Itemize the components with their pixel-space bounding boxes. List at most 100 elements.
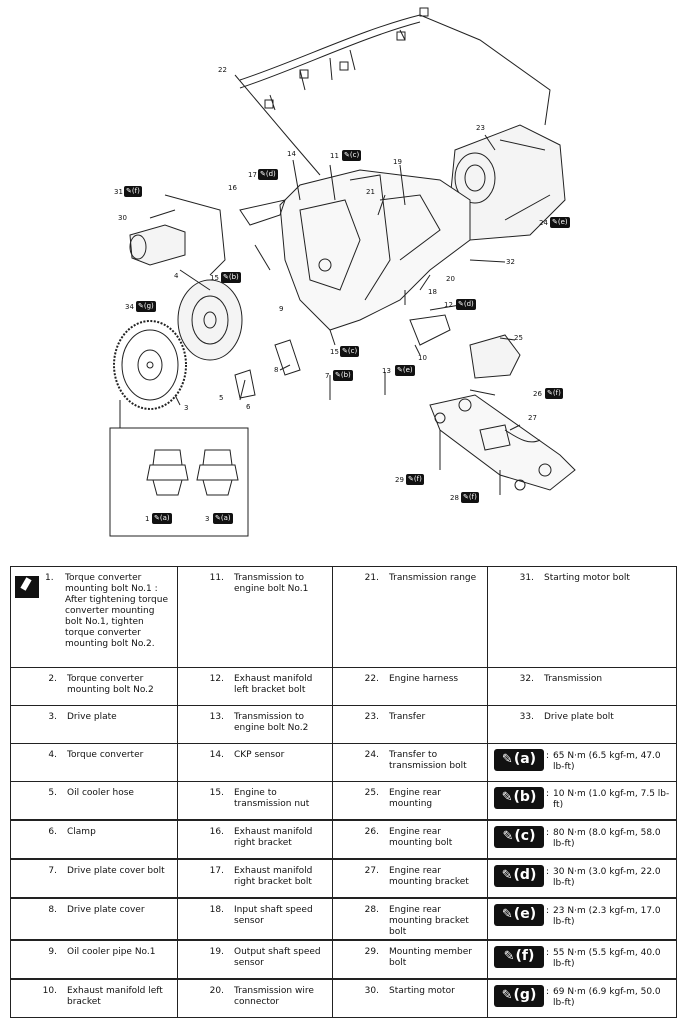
legend-item: 8.Drive plate cover: [11, 899, 177, 916]
legend-item: 9.Oil cooler pipe No.1: [11, 941, 177, 958]
item-label: Transmission to engine bolt No.2: [234, 711, 309, 733]
callout-23: 23: [476, 124, 485, 132]
legend-item: 18.Input shaft speed sensor: [178, 899, 332, 927]
legend-item: 4.Torque converter: [11, 744, 177, 761]
table-cell: 2.Torque converter mounting bolt No.2: [10, 666, 178, 706]
callout-3b: 3: [205, 515, 210, 523]
item-label: Transfer to transmission bolt: [389, 749, 467, 771]
table-cell: 3.Drive plate: [10, 704, 178, 744]
wrench-icon: ✎: [223, 273, 229, 281]
item-label: Transfer: [389, 711, 426, 722]
item-number: 26.: [364, 826, 379, 837]
table-cell: 10.Exhaust manifold left bracket: [10, 978, 178, 1018]
torque-badge: ✎(e): [494, 903, 544, 926]
item-number: 4.: [48, 749, 57, 760]
legend-item: 5.Oil cooler hose: [11, 782, 177, 799]
item-label: Exhaust manifold right bracket: [234, 826, 313, 848]
torque-badge-34: ✎(g): [136, 301, 156, 312]
wrench-icon: ✎: [408, 475, 414, 483]
table-cell: 30.Starting motor: [332, 978, 488, 1018]
table-cell: 15.Engine to transmission nut: [177, 780, 333, 821]
item-label: Torque converter mounting bolt No.1 : Af…: [65, 573, 168, 649]
item-number: 21.: [364, 573, 379, 583]
item-label: Drive plate cover: [67, 904, 145, 915]
item-number: 5.: [48, 787, 57, 798]
item-label: Transmission to engine bolt No.1: [234, 573, 309, 594]
callout-26: 26: [533, 390, 542, 398]
legend-item: 25.Engine rear mounting: [333, 782, 487, 810]
callout-30: 30: [118, 214, 127, 222]
legend-item: 6.Clamp: [11, 821, 177, 838]
callout-22: 22: [218, 66, 227, 74]
torque-badge-1: ✎(a): [152, 513, 172, 524]
wrench-icon: ✎: [342, 347, 348, 355]
torque-badge-12: ✎(d): [456, 299, 476, 310]
callout-15a: 15: [210, 274, 219, 282]
legend-body: 1. Torque converter mounting bolt No.1 : …: [10, 566, 677, 1018]
item-number: 13.: [209, 711, 224, 722]
callout-10: 10: [418, 354, 427, 362]
table-row: 10.Exhaust manifold left bracket 20. Trans…: [10, 978, 677, 1018]
item-number: 20.: [209, 985, 224, 996]
table-cell: 27.Engine rear mounting bracket: [332, 858, 488, 899]
torque-badge: ✎(c): [494, 825, 544, 848]
torque-letter: (b): [513, 789, 537, 806]
torque-badge-7: ✎(b): [333, 370, 353, 381]
torque-letter: (d): [513, 867, 537, 884]
item-number: 2.: [48, 673, 57, 684]
item-label: Clamp: [67, 826, 96, 837]
callout-5: 5: [219, 394, 224, 402]
callout-13: 13: [382, 367, 391, 375]
callout-4: 4: [174, 272, 179, 280]
callout-34: 34: [125, 303, 134, 311]
torque-spec: ✎(g):69 N·m (6.9 kgf-m, 50.0 lb-ft): [488, 980, 676, 1009]
wrench-icon: ✎: [501, 988, 513, 1004]
torque-badge-31: ✎(f): [124, 186, 142, 197]
table-cell: 13. Transmission to engine bolt No.2: [177, 704, 333, 744]
legend-item: 19.Output shaft speed sensor: [178, 941, 332, 969]
table-cell: ✎(g):69 N·m (6.9 kgf-m, 50.0 lb-ft): [487, 978, 677, 1018]
table-cell: 28.Engine rear mounting bracket bolt: [332, 897, 488, 941]
table-cell: 17.Exhaust manifold right bracket bolt: [177, 858, 333, 899]
torque-value: 10 N·m (1.0 kgf-m, 7.5 lb-ft): [553, 788, 670, 810]
item-label: Transmission wire connector: [234, 985, 314, 1007]
callout-1: 1: [145, 515, 150, 523]
callout-9: 9: [279, 305, 284, 313]
colon: :: [546, 866, 550, 877]
item-number: 1.: [45, 573, 54, 583]
item-number: 27.: [364, 865, 379, 876]
item-label: Exhaust manifold right bracket bolt: [234, 865, 313, 887]
legend-item: 2.Torque converter mounting bolt No.2: [11, 668, 177, 696]
table-cell: 33.Drive plate bolt: [487, 704, 677, 744]
item-label: Starting motor bolt: [544, 573, 630, 583]
wrench-icon: ✎: [552, 218, 558, 226]
legend-item: 26. Engine rear mounting bolt: [333, 821, 487, 849]
legend-item: 21.Transmission range: [333, 567, 487, 584]
legend-item: 7.Drive plate cover bolt: [11, 860, 177, 877]
legend-item: 31.Starting motor bolt: [488, 567, 676, 584]
legend-table: 1. Torque converter mounting bolt No.1 : …: [10, 566, 677, 1018]
wrench-icon: ✎: [335, 371, 341, 379]
item-number: 9.: [48, 946, 57, 957]
torque-badge-11: ✎(c): [342, 150, 362, 161]
legend-item: 24.Transfer to transmission bolt: [333, 744, 487, 772]
torque-spec: ✎(e):23 N·m (2.3 kgf-m, 17.0 lb-ft): [488, 899, 676, 928]
table-row: 3.Drive plate 13. Transmission to engine b…: [10, 704, 677, 744]
item-label: Engine rear mounting bolt: [389, 826, 453, 848]
torque-value: 23 N·m (2.3 kgf-m, 17.0 lb-ft): [553, 905, 661, 927]
table-cell: 4.Torque converter: [10, 742, 178, 782]
table-cell: ✎(d):30 N·m (3.0 kgf-m, 22.0 lb-ft): [487, 858, 677, 899]
wrench-icon: ✎: [397, 366, 403, 374]
wrench-icon: ✎: [138, 302, 144, 310]
table-cell: 1. Torque converter mounting bolt No.1 : …: [10, 566, 178, 668]
table-cell: 19.Output shaft speed sensor: [177, 939, 333, 980]
wrench-icon: ✎: [215, 514, 221, 522]
torque-badge-15a: ✎(b): [221, 272, 241, 283]
table-cell: 25.Engine rear mounting: [332, 780, 488, 821]
item-label: Starting motor: [389, 985, 455, 996]
torque-letter: (e): [513, 906, 537, 923]
